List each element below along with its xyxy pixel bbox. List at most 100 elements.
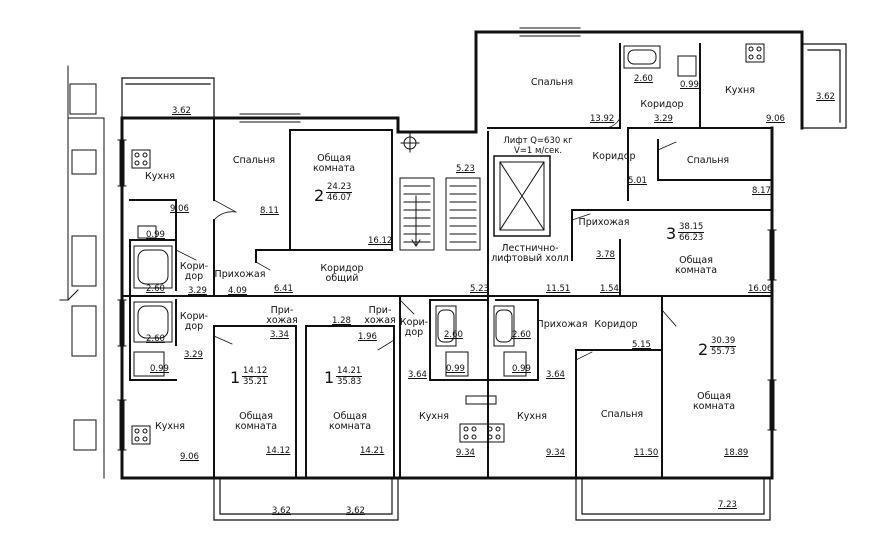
apartment-area-fraction: 24.23 46.07 — [326, 182, 353, 203]
room-label-common-corridor: Коридор общий — [320, 263, 364, 284]
room-area: 18.89 — [724, 448, 749, 458]
room-label-hall-bl1: При- хожая — [266, 305, 298, 326]
room-area: 0.99 — [680, 80, 699, 90]
room-area: 3.78 — [596, 250, 615, 260]
apartment-area-fraction: 14.21 35.83 — [336, 366, 363, 387]
room-label-corridor-tl: Кори- дор — [179, 261, 209, 282]
apartment-living-area: 14.21 — [336, 366, 363, 377]
apartment-rooms-count: 2 — [698, 340, 709, 359]
apartment-total-area: 66.23 — [679, 233, 704, 243]
staircase — [399, 133, 481, 251]
apartment-area-fraction: 30.39 55.73 — [710, 336, 737, 357]
room-area: 1.54 — [600, 284, 619, 294]
room-area: 9.34 — [456, 448, 475, 458]
balcony-area: 7.23 — [718, 500, 737, 510]
apartment-living-area: 24.23 — [326, 182, 353, 193]
room-area: 3.29 — [654, 114, 673, 124]
room-area: 2.60 — [512, 330, 531, 340]
room-area: 0.99 — [150, 364, 169, 374]
apartment-total-area: 35.83 — [337, 377, 362, 387]
room-area: 16.12 — [368, 236, 393, 246]
room-label-living-b2: Общая комната — [328, 411, 372, 432]
room-area: 5.01 — [628, 176, 647, 186]
room-area: 3.34 — [270, 330, 289, 340]
room-label-bedroom-top: Спальня — [530, 77, 574, 88]
room-area: 16.06 — [748, 284, 773, 294]
room-area: 0.99 — [146, 230, 165, 240]
room-area: 1.96 — [358, 332, 377, 342]
room-label-corridor-tr: Коридор — [640, 99, 684, 110]
room-label-bedroom-r: Спальня — [686, 155, 730, 166]
room-area: 2.60 — [146, 334, 165, 344]
room-label-hall-r: Прихожая — [578, 217, 630, 228]
lift-shaft — [493, 155, 551, 237]
room-label-corridor-br: Коридор — [594, 319, 638, 330]
room-area: 3.62 — [816, 92, 835, 102]
balcony-area: 3,62 — [272, 506, 291, 516]
room-label-kitchen-bm2: Кухня — [517, 411, 547, 422]
apartment-rooms-count: 2 — [314, 186, 325, 205]
room-area: 0.99 — [446, 364, 465, 374]
inner-walls — [121, 43, 773, 479]
room-label-corridor-bm: Кори- дор — [399, 317, 429, 338]
apartment-living-area: 14.12 — [242, 366, 269, 377]
apartment-rooms-count: 1 — [324, 368, 335, 387]
apartment-total-area: 55.73 — [711, 347, 736, 357]
room-area: 9.06 — [170, 204, 189, 214]
door-swings — [175, 117, 677, 361]
room-area: 14.12 — [266, 446, 291, 456]
windows — [117, 27, 777, 451]
room-area: 8.17 — [752, 186, 771, 196]
room-area: 3.64 — [546, 370, 565, 380]
room-label-kitchen-bm1: Кухня — [419, 411, 449, 422]
apartment-total-area: 46.07 — [327, 193, 352, 203]
room-area: 5.15 — [632, 340, 651, 350]
room-area: 3.62 — [172, 106, 191, 116]
room-area: 9.06 — [180, 452, 199, 462]
apartment-total-area: 35.21 — [243, 377, 268, 387]
balconies — [121, 43, 847, 521]
apartment-area-fraction: 38.15 66.23 — [678, 222, 705, 243]
room-area: 5.23 — [470, 284, 489, 294]
room-area: 8.11 — [260, 206, 279, 216]
room-area: 9.34 — [546, 448, 565, 458]
room-label-kitchen-tr: Кухня — [725, 85, 755, 96]
room-label-living-r: Общая комната — [674, 255, 718, 276]
room-area: 2.60 — [146, 284, 165, 294]
room-area: 11.50 — [634, 448, 659, 458]
apartment-living-area: 30.39 — [710, 336, 737, 347]
room-label-living-br: Общая комната — [692, 391, 736, 412]
room-area: 5.23 — [456, 164, 475, 174]
room-area: 2.60 — [634, 74, 653, 84]
outer-walls — [120, 30, 804, 480]
room-label-bedroom-br: Спальня — [600, 409, 644, 420]
room-label-kitchen-bl: Кухня — [155, 421, 185, 432]
room-area: 4.09 — [228, 286, 247, 296]
room-area: 9.06 — [766, 114, 785, 124]
apartment-rooms-count: 3 — [666, 224, 677, 243]
room-label-hall-tl: Прихожая — [214, 269, 266, 280]
room-area: 3.29 — [188, 286, 207, 296]
apartment-rooms-count: 1 — [230, 368, 241, 387]
room-area: 14.21 — [360, 446, 385, 456]
apartment-area-fraction: 14.12 35.21 — [242, 366, 269, 387]
room-label-kitchen-tl: Кухня — [145, 171, 175, 182]
room-label-hall-bm: Прихожая — [536, 319, 588, 330]
room-label-living-tl: Общая комната — [312, 153, 356, 174]
room-area: 0.99 — [512, 364, 531, 374]
room-area: 3.29 — [184, 350, 203, 360]
room-label-living-b1: Общая комната — [234, 411, 278, 432]
room-area: 3.64 — [408, 370, 427, 380]
room-label-corridor-bl: Кори- дор — [179, 311, 209, 332]
room-label-hall-bl2: При- хожая — [364, 305, 396, 326]
room-label-lift-hall: Лестнично- лифтовый холл — [491, 243, 569, 264]
sanitary-fixtures — [131, 43, 765, 445]
adjacent-section — [59, 65, 105, 479]
room-area: 13.92 — [590, 114, 615, 124]
apartment-living-area: 38.15 — [678, 222, 705, 233]
room-area: 2.60 — [444, 330, 463, 340]
room-area: 6.41 — [274, 284, 293, 294]
room-area: 11.51 — [546, 284, 571, 294]
room-label-corridor-r: Коридор — [592, 151, 636, 162]
